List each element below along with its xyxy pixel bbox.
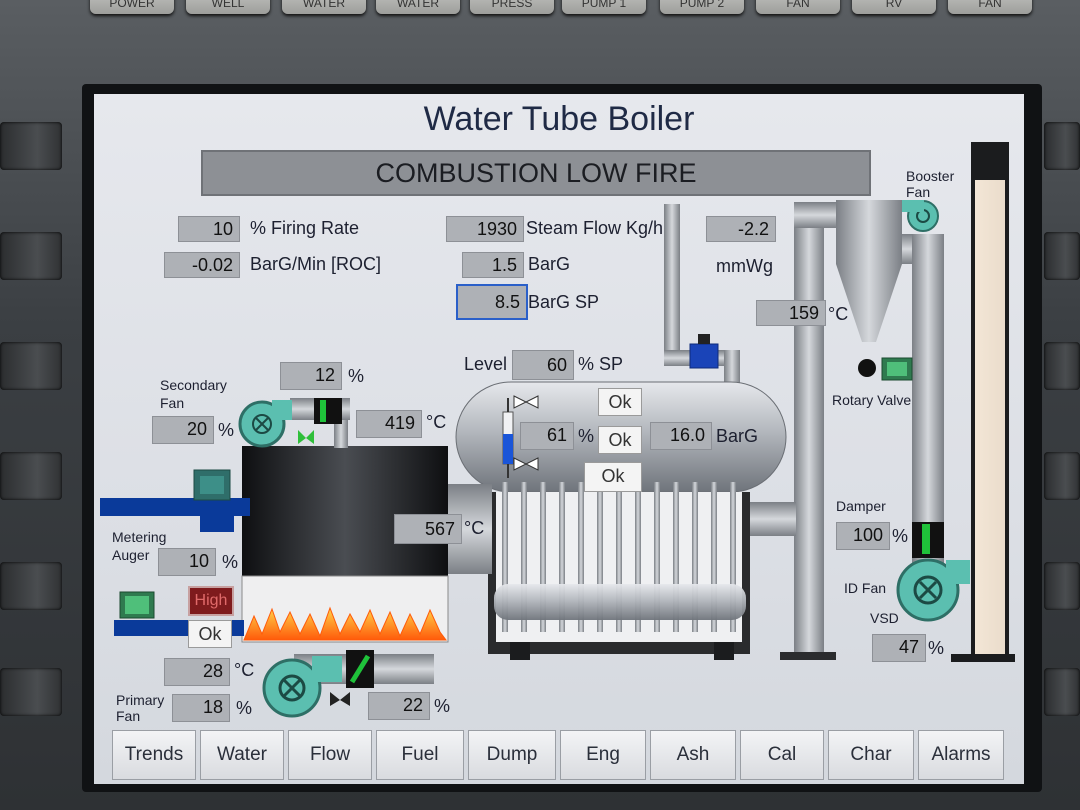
- secondary-damper-value: 12: [280, 362, 342, 390]
- drum-pressure-unit: BarG: [716, 426, 759, 446]
- hmi-screen: Water Tube Boiler COMBUSTION LOW FIRE 10…: [94, 94, 1024, 784]
- side-key-left-4[interactable]: [0, 452, 62, 500]
- level-setpoint-unit: % SP: [578, 354, 624, 374]
- nav-water-button[interactable]: Water: [200, 730, 284, 780]
- process-diagram: [100, 142, 1015, 718]
- primary-fan-unit: %: [236, 698, 253, 718]
- primary-damper-unit: %: [434, 696, 451, 716]
- hw-key-10[interactable]: FAN: [948, 0, 1032, 14]
- roc-value: -0.02: [164, 252, 240, 278]
- steam-flow-value: 1930: [446, 216, 524, 242]
- side-key-left-5[interactable]: [0, 562, 62, 610]
- hw-key-6[interactable]: PUMP 1: [562, 0, 646, 14]
- nav-cal-button[interactable]: Cal: [740, 730, 824, 780]
- steam-flow-label: Steam Flow Kg/h: [526, 218, 664, 238]
- fuel-temp-value: 28: [164, 658, 230, 686]
- nav-flow-button[interactable]: Flow: [288, 730, 372, 780]
- damper-value: 100: [836, 522, 890, 550]
- side-key-left-1[interactable]: [0, 122, 62, 170]
- level-label: Level: [464, 354, 508, 374]
- high-alarm-indicator[interactable]: High: [188, 586, 234, 616]
- level-setpoint-value[interactable]: 60: [512, 350, 574, 380]
- side-key-left-6[interactable]: [0, 668, 62, 716]
- roc-label: BarG/Min [ROC]: [250, 254, 382, 274]
- firing-rate-value: 10: [178, 216, 240, 242]
- furnace-temp-value: 419: [356, 410, 422, 438]
- secondary-fan-value: 20: [152, 416, 214, 444]
- firing-rate-label: % Firing Rate: [250, 218, 360, 238]
- drum-level-unit: %: [578, 426, 595, 446]
- nav-alarms-button[interactable]: Alarms: [918, 730, 1004, 780]
- nav-fuel-button[interactable]: Fuel: [376, 730, 464, 780]
- furnace-temp-unit: °C: [426, 412, 447, 432]
- stack-temp-value: 159: [756, 300, 826, 326]
- gas-temp-unit: °C: [464, 518, 485, 538]
- nav-eng-button[interactable]: Eng: [560, 730, 646, 780]
- side-key-right-5[interactable]: [1044, 562, 1080, 610]
- id-fan-label: ID Fan: [844, 580, 887, 596]
- side-key-left-3[interactable]: [0, 342, 62, 390]
- nav-dump-button[interactable]: Dump: [468, 730, 556, 780]
- hw-key-9[interactable]: RV: [852, 0, 936, 14]
- secondary-fan-unit: %: [218, 420, 235, 440]
- navigation-bar: Trends Water Flow Fuel Dump Eng Ash Cal …: [108, 730, 1024, 784]
- drum-level-value: 61: [520, 422, 574, 450]
- pressure-setpoint-label: BarG SP: [528, 292, 600, 312]
- damper-label: Damper: [836, 498, 886, 514]
- nav-char-button[interactable]: Char: [828, 730, 914, 780]
- stack-temp-unit: °C: [828, 304, 849, 324]
- primary-fan-label: Primary Fan: [116, 692, 165, 724]
- hw-key-2[interactable]: WELL: [186, 0, 270, 14]
- metering-auger-unit: %: [222, 552, 239, 572]
- hw-key-4[interactable]: WATER: [376, 0, 460, 14]
- primary-fan-value: 18: [172, 694, 230, 722]
- ok-status-button-1[interactable]: Ok: [598, 388, 642, 416]
- combustion-status-banner: COMBUSTION LOW FIRE: [201, 150, 871, 196]
- pressure-setpoint-input[interactable]: 8.5: [456, 284, 528, 320]
- side-key-right-1[interactable]: [1044, 122, 1080, 170]
- hw-key-5[interactable]: PRESS: [470, 0, 554, 14]
- metering-auger-value: 10: [158, 548, 216, 576]
- side-key-right-3[interactable]: [1044, 342, 1080, 390]
- draft-unit-label: mmWg: [716, 256, 773, 276]
- secondary-damper-unit: %: [348, 366, 365, 386]
- booster-fan-label: Booster Fan: [906, 168, 955, 200]
- side-key-right-2[interactable]: [1044, 232, 1080, 280]
- hw-key-1[interactable]: POWER: [90, 0, 174, 14]
- secondary-fan-label: Secondary Fan: [160, 377, 227, 411]
- pressure-value: 1.5: [462, 252, 524, 278]
- draft-value: -2.2: [706, 216, 776, 242]
- nav-ash-button[interactable]: Ash: [650, 730, 736, 780]
- id-fan-vsd-unit: %: [928, 638, 945, 658]
- damper-unit: %: [892, 526, 909, 546]
- id-fan-vsd-value: 47: [872, 634, 926, 662]
- gas-temp-value: 567: [394, 514, 462, 544]
- rotary-valve-label: Rotary Valve: [832, 392, 912, 408]
- pressure-label: BarG: [528, 254, 571, 274]
- id-fan-vsd-label: VSD: [870, 610, 899, 626]
- side-key-right-6[interactable]: [1044, 668, 1080, 716]
- ok-status-button-4[interactable]: Ok: [188, 620, 232, 648]
- primary-damper-value: 22: [368, 692, 430, 720]
- hw-key-8[interactable]: FAN: [756, 0, 840, 14]
- hw-key-7[interactable]: PUMP 2: [660, 0, 744, 14]
- hw-key-3[interactable]: WATER: [282, 0, 366, 14]
- ok-status-button-2[interactable]: Ok: [598, 426, 642, 454]
- side-key-right-4[interactable]: [1044, 452, 1080, 500]
- ok-status-button-3[interactable]: Ok: [584, 462, 642, 492]
- nav-trends-button[interactable]: Trends: [112, 730, 196, 780]
- page-title: Water Tube Boiler: [423, 100, 695, 138]
- drum-pressure-value: 16.0: [650, 422, 712, 450]
- metering-auger-label: Metering Auger: [112, 529, 167, 563]
- fuel-temp-unit: °C: [234, 660, 255, 680]
- side-key-left-2[interactable]: [0, 232, 62, 280]
